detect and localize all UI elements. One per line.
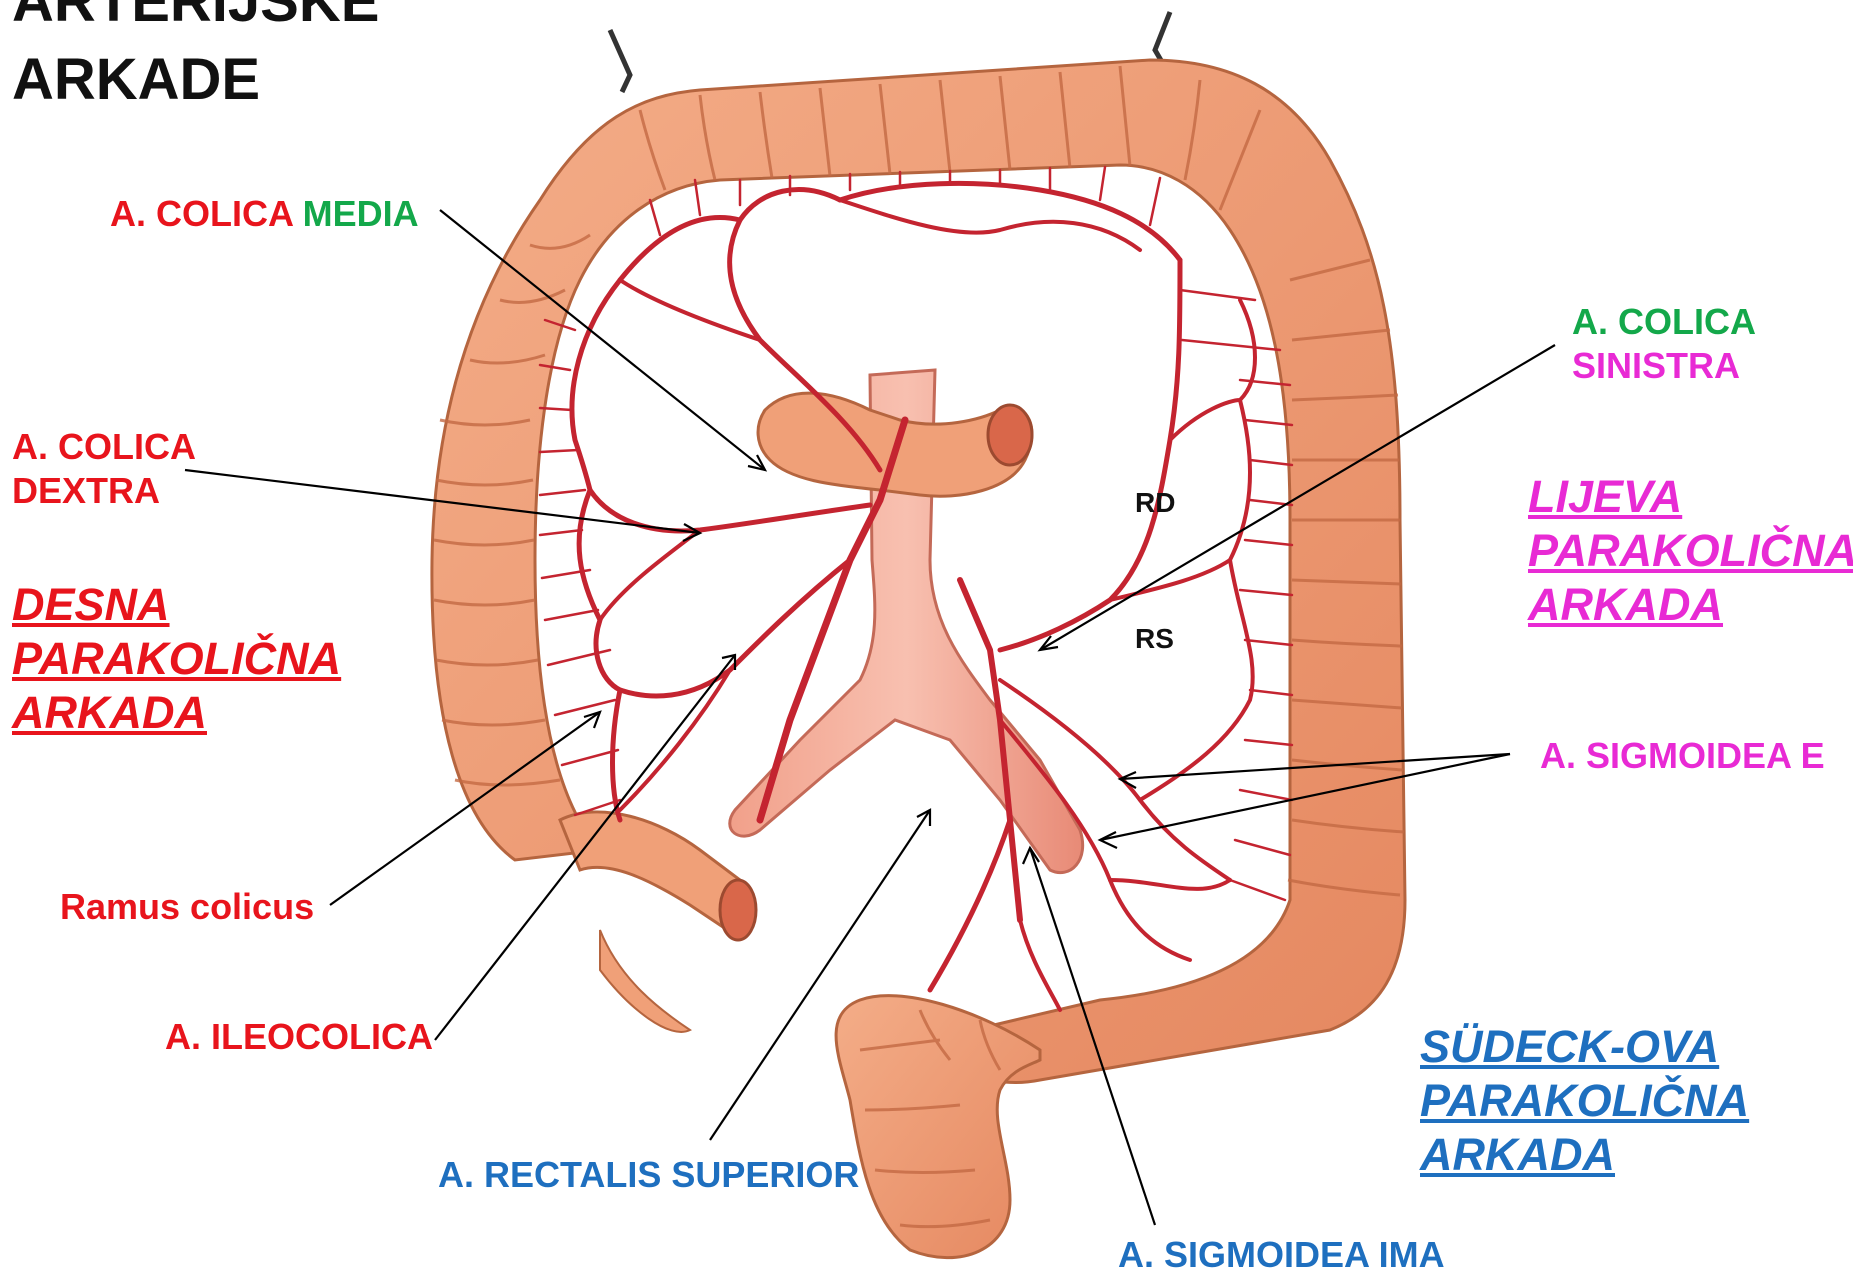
label-sudeck-line1: SÜDECK-OVA — [1420, 1020, 1749, 1074]
label-desna-line3: ARKADA — [12, 686, 341, 740]
label-lijeva-parakolicna-arkada: LIJEVA PARAKOLIČNA ARKADA — [1528, 470, 1853, 632]
label-colica-dextra-line2: DEXTRA — [12, 469, 196, 513]
label-desna-parakolicna-arkada: DESNA PARAKOLIČNA ARKADA — [12, 578, 341, 740]
label-sudeck-line3: ARKADA — [1420, 1128, 1749, 1182]
label-sudeck-parakolicna-arkada: SÜDECK-OVA PARAKOLIČNA ARKADA — [1420, 1020, 1749, 1182]
label-rectalis-superior: A. RECTALIS SUPERIOR — [438, 1153, 859, 1197]
label-colica-sinistra-line1: A. COLICA — [1572, 300, 1756, 344]
label-lijeva-line2: PARAKOLIČNA — [1528, 524, 1853, 578]
label-sigmoidea-ima: A. SIGMOIDEA IMA — [1118, 1233, 1445, 1273]
label-ileocolica: A. ILEOCOLICA — [165, 1015, 433, 1059]
label-lijeva-line3: ARKADA — [1528, 578, 1853, 632]
label-sudeck-line2: PARAKOLIČNA — [1420, 1074, 1749, 1128]
label-colica-sinistra: A. COLICA SINISTRA — [1572, 300, 1756, 388]
hook-right — [1155, 12, 1170, 62]
label-colica-dextra-line1: A. COLICA — [12, 425, 196, 469]
hook-left — [610, 30, 630, 92]
title-line2: ARKADE — [12, 50, 260, 111]
label-rd: RD — [1135, 486, 1175, 520]
label-colica-media-part2: MEDIA — [303, 193, 419, 234]
label-sigmoidea-e: A. SIGMOIDEA E — [1540, 734, 1825, 778]
label-ramus-colicus: Ramus colicus — [60, 885, 314, 929]
label-colica-media-part1: A. COLICA — [110, 193, 293, 234]
label-rs: RS — [1135, 622, 1174, 656]
label-colica-sinistra-line2: SINISTRA — [1572, 344, 1756, 388]
label-desna-line1: DESNA — [12, 578, 341, 632]
label-colica-dextra: A. COLICA DEXTRA — [12, 425, 196, 513]
label-colica-media: A. COLICA MEDIA — [110, 192, 419, 236]
title-line1: ARTERIJSKE — [12, 0, 379, 33]
label-desna-line2: PARAKOLIČNA — [12, 632, 341, 686]
label-lijeva-line1: LIJEVA — [1528, 470, 1853, 524]
